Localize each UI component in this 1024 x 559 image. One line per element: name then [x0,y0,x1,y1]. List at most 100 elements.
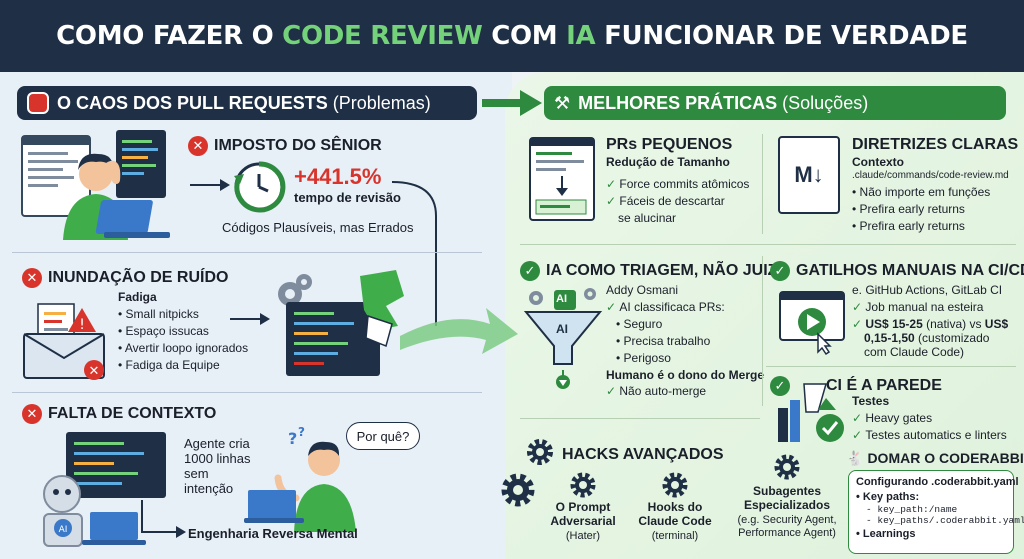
section-divider [12,252,482,253]
page-title: COMO FAZER O CODE REVIEW COM IA FUNCIONA… [56,21,968,51]
gear-icon [774,454,800,480]
triggers-item-1: ✓ Job manual na esteira [852,300,984,314]
arrow-right-icon [230,313,270,325]
list-item: Espaço issucas [118,323,248,340]
email-flood-icon: ! ✕ [23,303,105,380]
gear-icon [527,439,553,465]
list-item: ✓ Testes automatics e linters [852,428,1007,442]
guidelines-title: DIRETRIZES CLARAS [852,136,1019,153]
ai-funnel-icon [523,288,603,389]
problems-banner: O CAOS DOS PULL REQUESTS(Problemas) [17,86,477,120]
rabbit-icon: 🐇 [846,450,864,466]
small-pr-icon [529,137,595,221]
svg-text:✕: ✕ [89,364,100,379]
list-item: se alucinar [618,211,677,225]
list-item: ✓ Fáceis de descartar [606,194,725,208]
list-item: Precisa trabalho [616,333,711,350]
gear-icon [662,472,688,498]
coderabbit-config-card: Configurando .coderabbit.yaml • Key path… [848,470,1024,554]
guidelines-subtitle: Contexto [852,155,904,169]
noise-title: ✕INUNDAÇÃO DE RUÍDO [22,268,228,288]
guidelines-list: Não importe em funções Prefira early ret… [852,184,991,235]
check-circle-icon: ✓ [520,261,540,281]
practices-banner: ⚒ MELHORES PRÁTICAS(Soluções) [544,86,1006,120]
list-item: Prefira early returns [852,218,990,235]
small-prs-title: PRs PEQUENOS [606,136,733,153]
vertical-divider [762,256,763,406]
list-item: ✓ Force commits atômicos [606,177,750,191]
markdown-file-icon: M↓ [778,136,840,214]
small-prs-list: ✓ Force commits atômicos ✓ Fáceis de des… [606,176,749,227]
tools-icon: ⚒ [554,92,571,113]
small-prs-subtitle: Redução de Tamanho [606,155,730,169]
clock-icon [234,161,286,213]
hack-subagents-sub: (e.g. Security Agent,Performance Agent) [737,514,837,539]
hack-hooks-sub: (terminal) [651,530,699,542]
list-item: Não importe em funções [852,184,991,201]
agent-text: Agente cria 1000 linhas sem intenção [184,436,251,496]
overloaded-editor-illustration [278,270,404,376]
ci-wall-list: ✓ Heavy gates ✓ Testes automatics e lint… [852,410,1007,444]
gear-icon [501,473,535,507]
coderabbit-path: - key_paths/.coderabbit.yaml [866,515,1024,526]
vertical-divider [762,134,763,234]
section-divider [520,244,1016,245]
triage-author: Addy Osmani [606,283,679,297]
stop-sign-icon [27,92,49,114]
coderabbit-path: - key_path:/name [866,504,958,515]
triage-lead: ✓ AI classificaca PRs: [606,300,725,314]
ai-chip-funnel: AI [556,322,568,336]
frustrated-dev-illustration [21,130,170,240]
list-item: Fadiga da Equipe [118,357,248,374]
big-arrow-icon [400,308,518,354]
x-circle-icon: ✕ [22,404,42,424]
context-title: ✕FALTA DE CONTEXTO [22,404,216,424]
svg-text:?: ? [288,429,297,448]
hacks-title: HACKS AVANÇADOS [562,446,724,463]
check-circle-icon: ✓ [770,261,790,281]
noise-subtitle: Fadiga [118,290,157,304]
review-time-stat: +441.5% [294,164,382,189]
context-caption: Engenharia Reversa Mental [188,526,358,541]
triggers-subtitle: e. GitHub Actions, GitLab CI [852,283,1003,297]
coderabbit-title: 🐇DOMAR O CODERABBIT [846,450,1024,466]
arrow-bend-icon [141,500,186,538]
triage-title: ✓IA COMO TRIAGEM, NÃO JUIZ [520,261,777,281]
list-item: Perigoso [616,350,710,367]
triage-list: Seguro Precisa trabalho Perigoso [616,316,711,367]
section-divider [766,366,1016,367]
triggers-item-2: ✓ US$ 15-25 (nativa) vs US$ 0,15-1,50 (c… [852,317,1009,359]
arrow-right-icon [482,90,542,116]
noise-list: Small nitpicks Espaço issucas Avertir lo… [118,306,248,374]
coderabbit-learnings: • Learnings [856,528,916,540]
triggers-title: ✓GATILHOS MANUAIS NA CI/CD [770,261,1024,281]
triage-human-item: ✓ Não auto-merge [606,384,707,398]
list-item: Prefira early returns [852,201,990,218]
section-divider [520,418,760,419]
coderabbit-config: Configurando .coderabbit.yaml [856,476,1019,488]
speech-bubble: Por quê? [346,422,420,450]
arrow-right-icon [190,179,230,191]
svg-text:?: ? [298,425,305,439]
guidelines-path: .claude/commands/code-review.md [852,170,1009,181]
senior-tax-caption: Códigos Plausíveis, mas Errados [222,220,414,235]
hack-prompt-sub: (Hater) [565,530,601,542]
list-item: ✓ Heavy gates [852,411,933,425]
list-item: Small nitpicks [118,306,248,323]
triage-human: Humano é o dono do Merge [606,368,764,382]
section-divider [12,392,482,393]
review-time-label: tempo de revisão [294,190,401,205]
ci-wall-subtitle: Testes [852,394,890,408]
list-item: Seguro [616,316,710,333]
robot-agent-illustration: AI [43,432,166,547]
list-item: Avertir loopo ignorados [118,340,248,357]
coderabbit-key-paths: • Key paths: [856,491,920,503]
manual-run-button-icon[interactable] [778,288,846,356]
ci-wall-title: ✓CI É A PAREDE [770,376,942,396]
x-circle-icon: ✕ [188,136,208,156]
page-header: COMO FAZER O CODE REVIEW COM IA FUNCIONA… [0,0,1024,72]
gear-icon [570,472,596,498]
senior-tax-title: ✕IMPOSTO DO SÊNIOR [188,136,382,156]
